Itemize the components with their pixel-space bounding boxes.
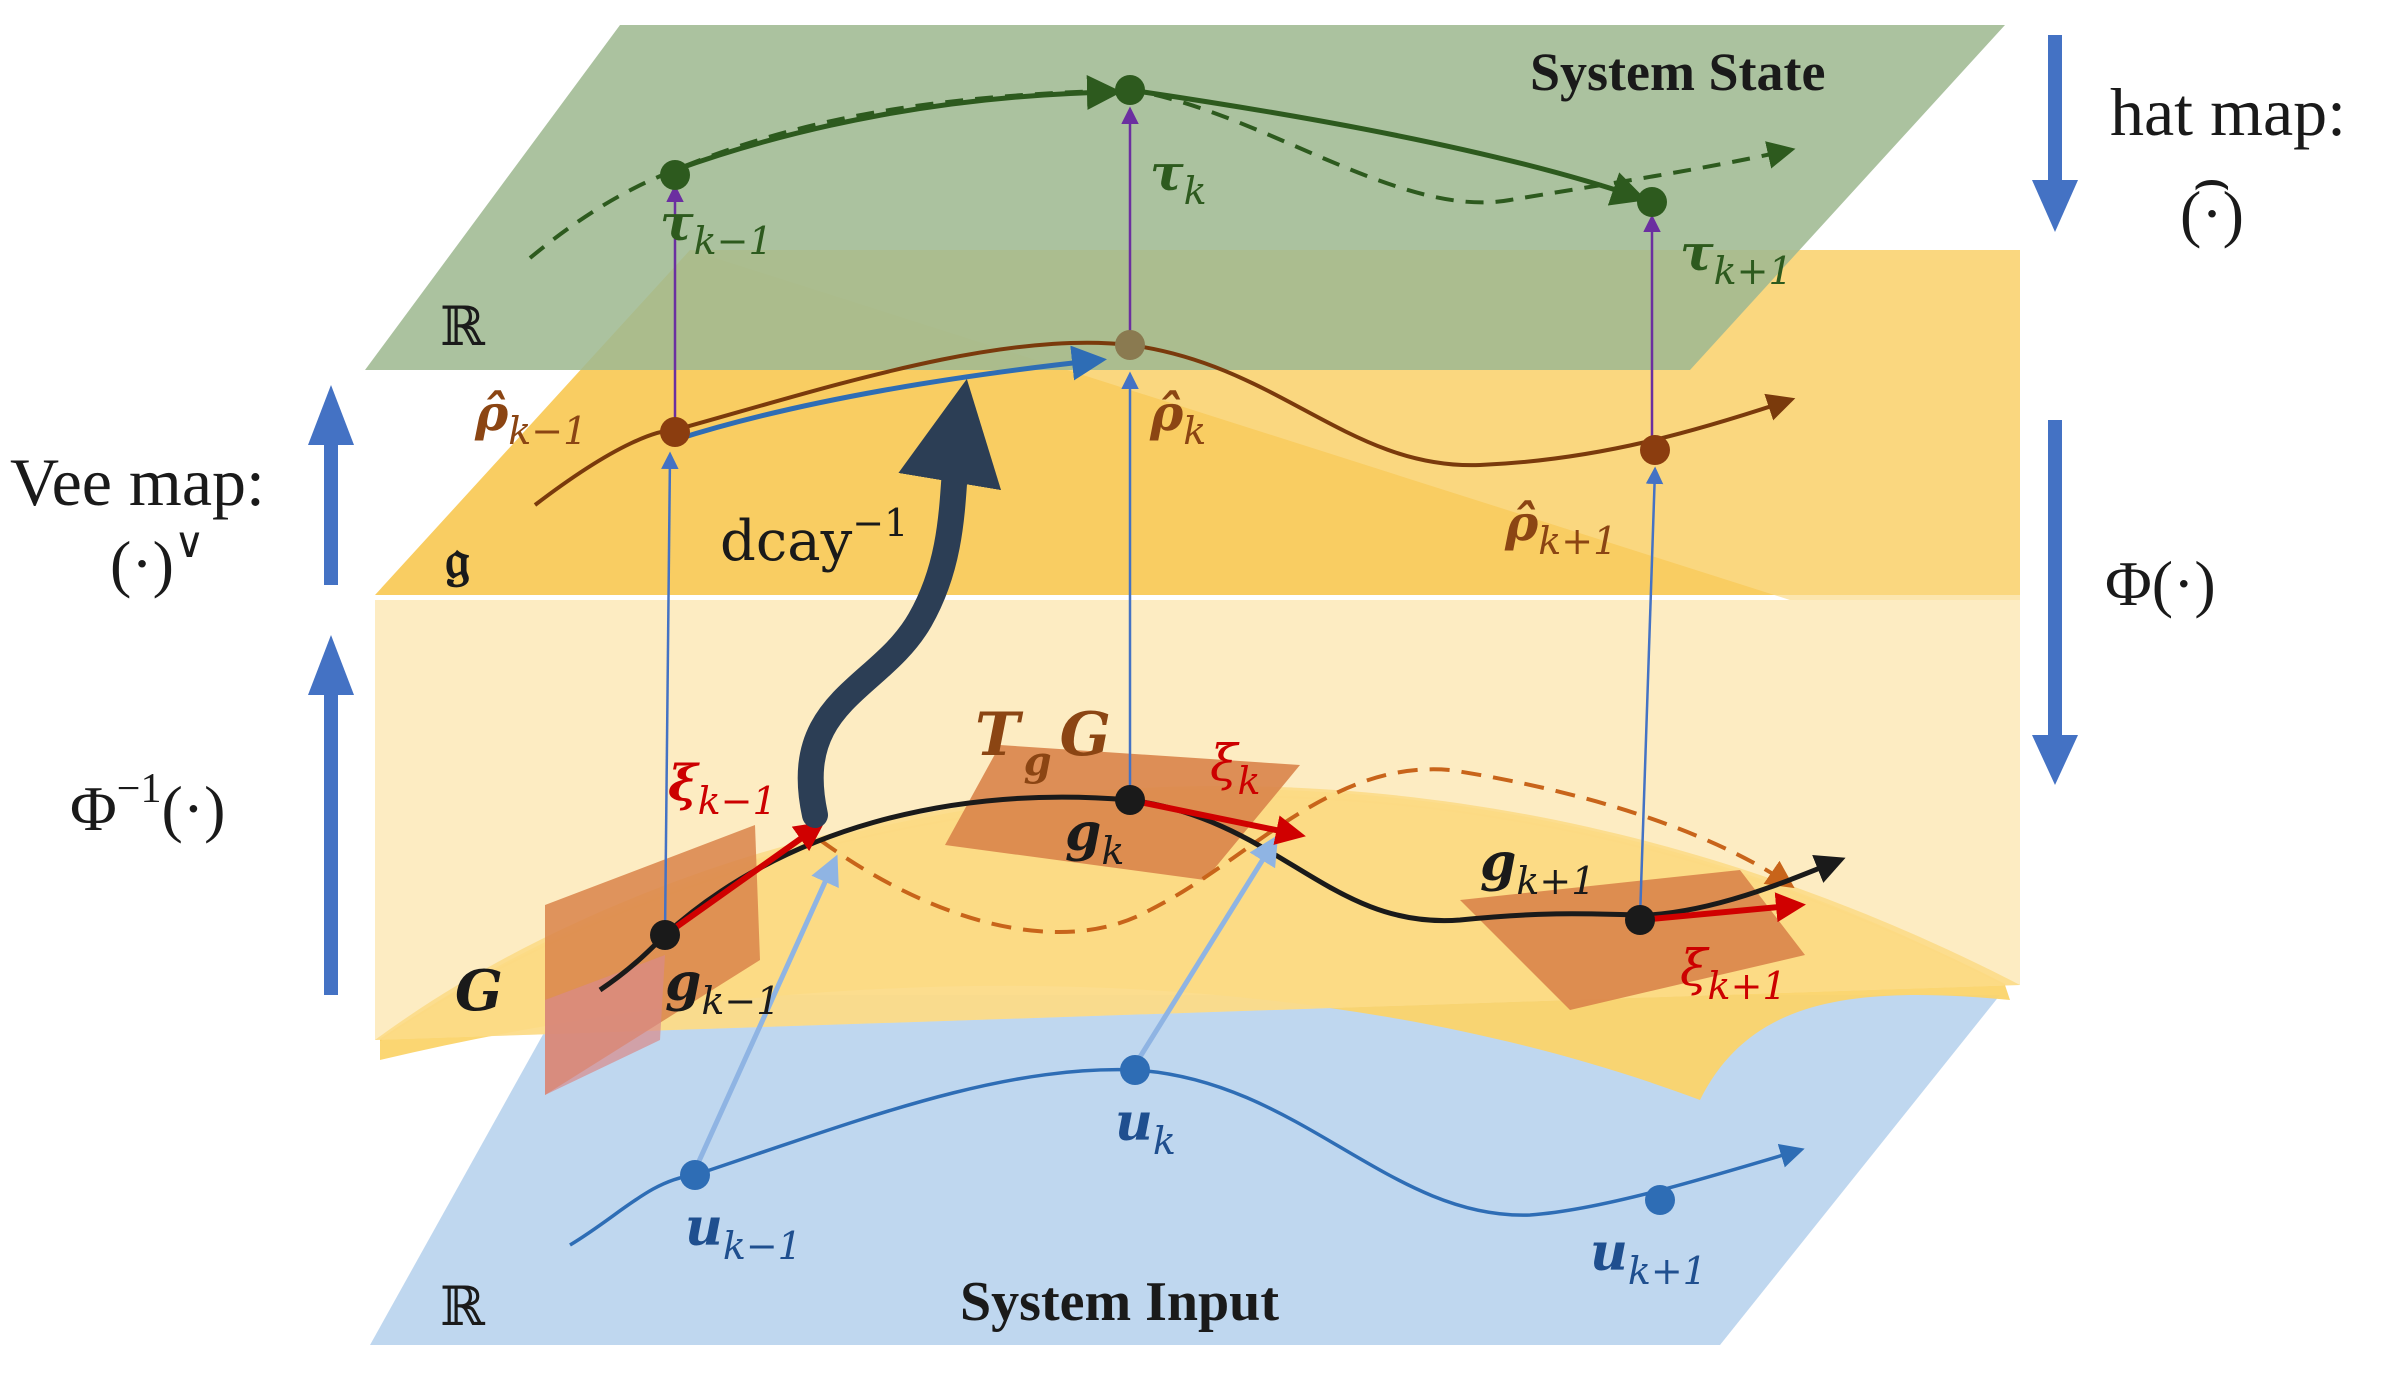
tau-prev-label: τk−1 bbox=[660, 193, 773, 263]
rho-next-label: ρ̂k+1 bbox=[1504, 493, 1617, 563]
xi-k-label: ξk bbox=[1210, 734, 1261, 803]
vee-arrow bbox=[308, 385, 354, 585]
xi-prev-label: ξk−1 bbox=[668, 753, 777, 823]
tau-k-point bbox=[1115, 75, 1145, 105]
rho-prev-point bbox=[660, 417, 690, 447]
dcay-arrow bbox=[797, 378, 1002, 828]
input-space-label: ℝ bbox=[440, 1275, 486, 1338]
hat-map-accent: ⌢ bbox=[2192, 147, 2231, 213]
vee-map-symbol: (·)∨ bbox=[110, 521, 205, 599]
xi-arrow-prev bbox=[663, 821, 825, 938]
u-next-point bbox=[1645, 1185, 1675, 1215]
conn-u-xi-prev bbox=[692, 854, 839, 1172]
u-prev-label: uk−1 bbox=[685, 1197, 802, 1268]
g-prev-point bbox=[650, 920, 680, 950]
g-k-label: gk bbox=[1065, 802, 1124, 873]
state-solid-curve-2 bbox=[1129, 87, 1647, 206]
vee-map-label: Vee map: bbox=[10, 444, 265, 520]
g-prev-label: gk−1 bbox=[665, 952, 780, 1023]
g-next-label: gk+1 bbox=[1480, 832, 1595, 903]
u-prev-point bbox=[680, 1160, 710, 1190]
tau-k-label: τk bbox=[1150, 143, 1207, 213]
phi-label: Φ(·) bbox=[2105, 548, 2216, 619]
algebra-space-label: 𝔤 bbox=[445, 526, 470, 592]
conn-g-rho-next bbox=[1638, 466, 1664, 919]
tangent-patch-prev-lower bbox=[545, 955, 665, 1095]
phi-inv-label: Φ−1(·) bbox=[70, 766, 225, 844]
g-next-point bbox=[1625, 905, 1655, 935]
state-plane bbox=[365, 25, 2005, 370]
rho-k-label: ρ̂k bbox=[1149, 383, 1206, 453]
tau-next-point bbox=[1637, 187, 1667, 217]
rho-prev-label: ρ̂k−1 bbox=[474, 383, 587, 453]
phi-arrow bbox=[2032, 420, 2078, 785]
tau-prev-point bbox=[660, 160, 690, 190]
xi-arrow-k bbox=[1129, 797, 1306, 845]
algebra-blue-arrow bbox=[674, 345, 1107, 443]
rho-k-point bbox=[1115, 330, 1145, 360]
group-space-label: G bbox=[455, 958, 503, 1024]
u-next-label: uk+1 bbox=[1590, 1222, 1707, 1293]
hat-arrow bbox=[2032, 35, 2078, 232]
dcay-label: dcay−1 bbox=[720, 501, 908, 574]
input-title: System Input bbox=[960, 1271, 1279, 1333]
xi-next-label: ξk+1 bbox=[1680, 939, 1787, 1008]
hat-map-label: hat map: bbox=[2110, 74, 2346, 150]
xi-arrow-next bbox=[1639, 892, 1806, 923]
rho-next-point bbox=[1640, 435, 1670, 465]
conn-g-rho-prev bbox=[661, 451, 679, 936]
state-title: System State bbox=[1530, 42, 1825, 102]
hat-map-symbol: (·) bbox=[2180, 178, 2244, 249]
u-k-label: uk bbox=[1115, 1092, 1176, 1163]
state-space-label: ℝ bbox=[440, 295, 486, 358]
u-k-point bbox=[1120, 1055, 1150, 1085]
g-k-point bbox=[1115, 785, 1145, 815]
phi-inv-arrow bbox=[308, 635, 354, 995]
state-solid-curve bbox=[674, 75, 1122, 173]
conn-u-xi-k bbox=[1132, 834, 1279, 1067]
input-plane bbox=[370, 995, 2000, 1345]
tau-next-label: τk+1 bbox=[1680, 223, 1793, 293]
